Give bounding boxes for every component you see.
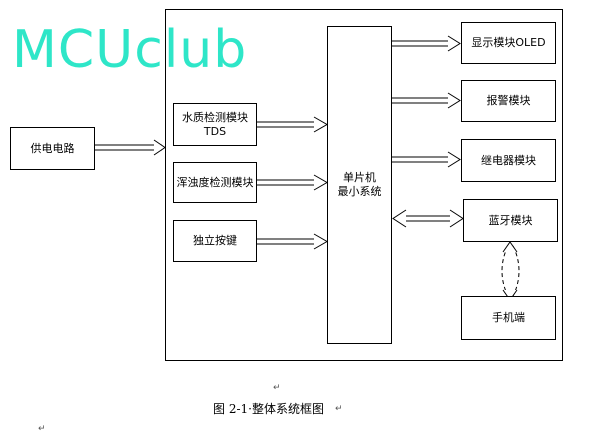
figure-caption: 图 2-1·整体系统框图 <box>213 402 324 416</box>
alarm-block: 报警模块 <box>461 80 556 122</box>
paragraph-mark: ↵ <box>335 404 343 414</box>
display-oled-block: 显示模块OLED <box>461 22 556 64</box>
paragraph-mark: ↵ <box>273 383 281 393</box>
button-block: 独立按键 <box>173 220 257 262</box>
mcuclub-watermark: MCUclub <box>12 20 248 80</box>
arrow-power-to-system <box>95 139 166 156</box>
paragraph-mark: ↵ <box>38 424 46 434</box>
arrow-button-to-mcu <box>257 233 329 250</box>
bluetooth-block: 蓝牙模块 <box>463 199 558 242</box>
arrow-mcu-to-alarm <box>392 92 461 109</box>
relay-block: 继电器模块 <box>461 139 556 182</box>
arrow-mcu-to-display <box>392 35 461 52</box>
phone-block: 手机端 <box>461 296 556 340</box>
turbidity-block: 浑浊度检测模块 <box>173 162 257 203</box>
mcu-block: 单片机 最小系统 <box>327 26 392 344</box>
power-supply-block: 供电电路 <box>10 127 95 170</box>
arrow-turbidity-to-mcu <box>257 174 329 191</box>
water-quality-tds-block: 水质检测模块 TDS <box>173 103 257 146</box>
arrow-bluetooth-phone-wireless <box>501 241 520 301</box>
arrow-water-quality-to-mcu <box>257 116 329 133</box>
arrow-mcu-to-relay <box>392 151 461 168</box>
arrow-mcu-bluetooth-bidirectional <box>392 209 464 228</box>
system-boundary <box>165 9 563 361</box>
